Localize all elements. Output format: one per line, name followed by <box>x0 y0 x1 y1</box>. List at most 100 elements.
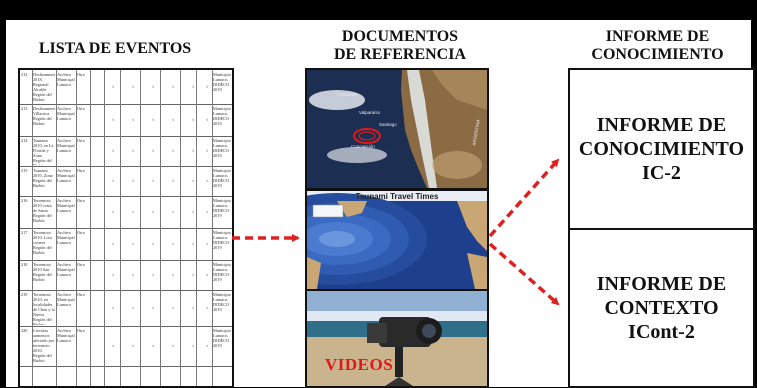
table-cell-ref: Municipio Lumaco, DIDECO 2019 <box>213 198 231 218</box>
table-cell-id: 218 <box>21 262 28 267</box>
table-row: 212Deslizamiento 2018, Regional Alcalde … <box>20 70 232 105</box>
context-report-line2: CONTEXTO <box>604 297 719 319</box>
table-cell-desc: Crecidas aumentos afectado por terremoto… <box>33 328 55 363</box>
table-check-mark: √ <box>172 148 175 153</box>
table-check-mark: √ <box>192 84 195 89</box>
table-column-divider <box>32 70 33 386</box>
table-check-mark: √ <box>172 241 175 246</box>
table-cell-desc: Tsunami 2010, en La Florida y Zona Regió… <box>33 138 54 165</box>
table-cell-ref: Municipio Lumaco, DIDECO 2019 <box>213 168 231 188</box>
table-check-mark: √ <box>132 209 135 214</box>
table-check-mark: √ <box>192 343 195 348</box>
table-cell-year: Otro <box>77 262 85 267</box>
table-cell-year: Otro <box>77 168 85 173</box>
table-row: 214 Tsunami 2010, en La Florida y Zona Re… <box>20 136 232 167</box>
table-row: 217 Terremoto 2010, Lota costera Región d… <box>20 228 232 261</box>
table-check-mark: √ <box>152 343 155 348</box>
table-check-mark: √ <box>192 148 195 153</box>
report-heading-line1: INFORME DE <box>605 28 710 45</box>
table-check-mark: √ <box>206 84 209 89</box>
table-cell-desc: Terremoto 2010 San Región del Biobío <box>33 262 52 282</box>
table-check-mark: √ <box>152 241 155 246</box>
table-cell-id: 215 <box>21 168 28 173</box>
table-cell-id: 217 <box>21 230 28 235</box>
table-check-mark: √ <box>152 117 155 122</box>
table-check-mark: √ <box>112 343 115 348</box>
table-cell-desc: Terremoto 2010, Lota costera Región del … <box>33 230 52 255</box>
events-table: 212Deslizamiento 2018, Regional Alcalde … <box>18 68 234 388</box>
table-cell-ref: Municipio Lumaco, DIDECO 2019 <box>213 138 231 158</box>
table-check-mark: √ <box>132 272 135 277</box>
context-report-box: INFORME DE CONTEXTO ICont-2 <box>568 228 755 388</box>
table-cell-ref: Municipio Lumaco, DIDECO 2019 <box>213 262 231 282</box>
table-cell-id: 219 <box>21 292 28 297</box>
events-heading: LISTA DE EVENTOS <box>38 40 192 57</box>
table-check-mark: √ <box>132 148 135 153</box>
table-cell-id: 220 <box>21 328 28 333</box>
table-check-mark: √ <box>206 241 209 246</box>
table-column-divider <box>56 70 57 386</box>
table-check-mark: √ <box>206 117 209 122</box>
table-cell-id: 214 <box>21 138 28 143</box>
table-check-mark: √ <box>132 305 135 310</box>
table-cell-id: 216 <box>21 198 28 203</box>
knowledge-report-line1: INFORME DE <box>596 114 727 136</box>
table-cell-desc: Terremoto 2010, en localidades de Chen y… <box>33 292 55 325</box>
report-heading-line2: CONOCIMIENTO <box>591 46 724 63</box>
table-cell-year: Otro <box>77 106 85 111</box>
table-column-divider <box>104 70 105 386</box>
table-column-divider <box>76 70 77 386</box>
table-cell-year: Otro <box>77 72 85 77</box>
table-check-mark: √ <box>192 209 195 214</box>
table-cell-source: Archivo Municipal Lumaco <box>57 262 75 277</box>
table-check-mark: √ <box>112 117 115 122</box>
knowledge-report-line2: CONOCIMIENTO <box>578 138 745 160</box>
table-cell-source: Archivo Municipal Lumaco <box>57 72 75 87</box>
table-check-mark: √ <box>172 343 175 348</box>
table-check-mark: √ <box>112 84 115 89</box>
table-check-mark: √ <box>192 178 195 183</box>
table-row: 213Deslizamiento Villarrica Región del B… <box>20 104 232 137</box>
table-check-mark: √ <box>192 305 195 310</box>
context-report-code: ICont-2 <box>628 321 695 343</box>
table-check-mark: √ <box>172 178 175 183</box>
table-check-mark: √ <box>206 148 209 153</box>
table-check-mark: √ <box>152 84 155 89</box>
table-cell-ref: Municipio Lumaco, DIDECO 2019 <box>213 72 231 92</box>
table-check-mark: √ <box>112 178 115 183</box>
table-cell-id: 213 <box>21 106 28 111</box>
arrow-docs-to-knowledge <box>488 158 560 238</box>
tsunami-title: Tsunami Travel Times <box>355 192 439 201</box>
table-cell-desc: Tsunami 2010, Zona Región del Biobío <box>33 168 53 188</box>
table-check-mark: √ <box>152 272 155 277</box>
table-check-mark: √ <box>192 241 195 246</box>
table-cell-source: Archivo Municipal Lumaco <box>57 230 75 245</box>
satellite-map-image: Coquimbo Valparaíso Santiago Concepción … <box>305 68 489 190</box>
knowledge-report-code: IC-2 <box>642 162 681 184</box>
video-camera-graphic <box>307 291 487 386</box>
table-column-divider <box>196 70 197 386</box>
map-label: Coquimbo <box>337 92 358 97</box>
table-check-mark: √ <box>132 117 135 122</box>
table-check-mark: √ <box>112 241 115 246</box>
arrow-docs-to-context <box>488 242 560 306</box>
table-check-mark: √ <box>132 343 135 348</box>
table-check-mark: √ <box>132 84 135 89</box>
table-check-mark: √ <box>152 305 155 310</box>
table-column-divider <box>180 70 181 386</box>
table-cell-id: 212 <box>21 72 28 77</box>
table-check-mark: √ <box>112 272 115 277</box>
table-cell-ref: Municipio Lumaco, DIDECO 2019 <box>213 292 231 312</box>
table-check-mark: √ <box>192 272 195 277</box>
videos-label: VIDEOS <box>325 355 394 374</box>
table-cell-source: Archivo Municipal Lumaco <box>57 198 75 213</box>
docs-heading: DOCUMENTOS DE REFERENCIA <box>315 28 485 64</box>
table-check-mark: √ <box>152 178 155 183</box>
table-cell-year: Otro <box>77 292 85 297</box>
table-column-divider <box>140 70 141 386</box>
report-heading: INFORME DE CONOCIMIENTO <box>570 28 745 64</box>
table-check-mark: √ <box>112 148 115 153</box>
table-check-mark: √ <box>172 272 175 277</box>
